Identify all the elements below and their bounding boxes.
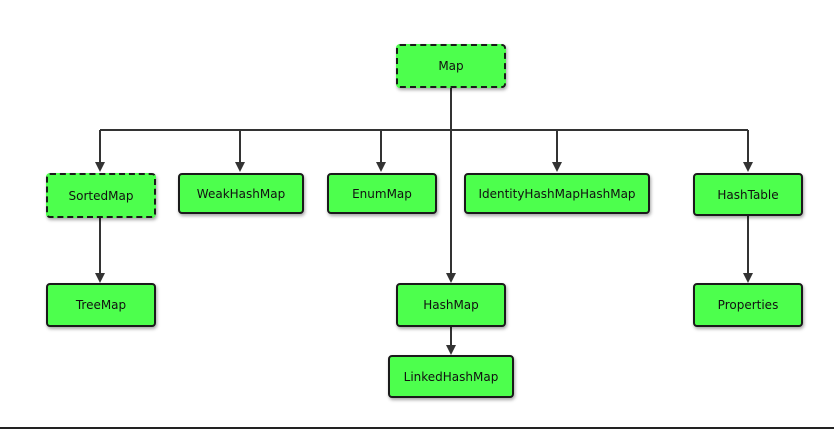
node-identityhashmap: IdentityHashMapHashMap — [464, 173, 650, 214]
arrowhead-sortedmap — [95, 162, 105, 172]
arrowhead-linkedhashmap — [446, 345, 456, 355]
node-sortedmap: SortedMap — [46, 173, 156, 218]
arrowhead-enummap — [376, 162, 386, 172]
arrowhead-hashmap — [446, 273, 456, 283]
node-enummap: EnumMap — [327, 173, 437, 214]
arrowhead-weakhashmap — [235, 162, 245, 172]
node-treemap: TreeMap — [46, 283, 156, 327]
arrowhead-treemap — [95, 273, 105, 283]
node-linkedhashmap: LinkedHashMap — [388, 355, 514, 398]
node-map: Map — [396, 44, 506, 88]
arrowhead-properties — [743, 273, 753, 283]
arrowhead-identityhashmap — [552, 162, 562, 172]
bottom-border-line — [0, 427, 834, 429]
node-hashmap: HashMap — [396, 283, 506, 327]
node-properties: Properties — [693, 283, 803, 327]
node-hashtable: HashTable — [693, 173, 803, 216]
arrowhead-hashtable — [743, 162, 753, 172]
node-weakhashmap: WeakHashMap — [178, 173, 304, 214]
